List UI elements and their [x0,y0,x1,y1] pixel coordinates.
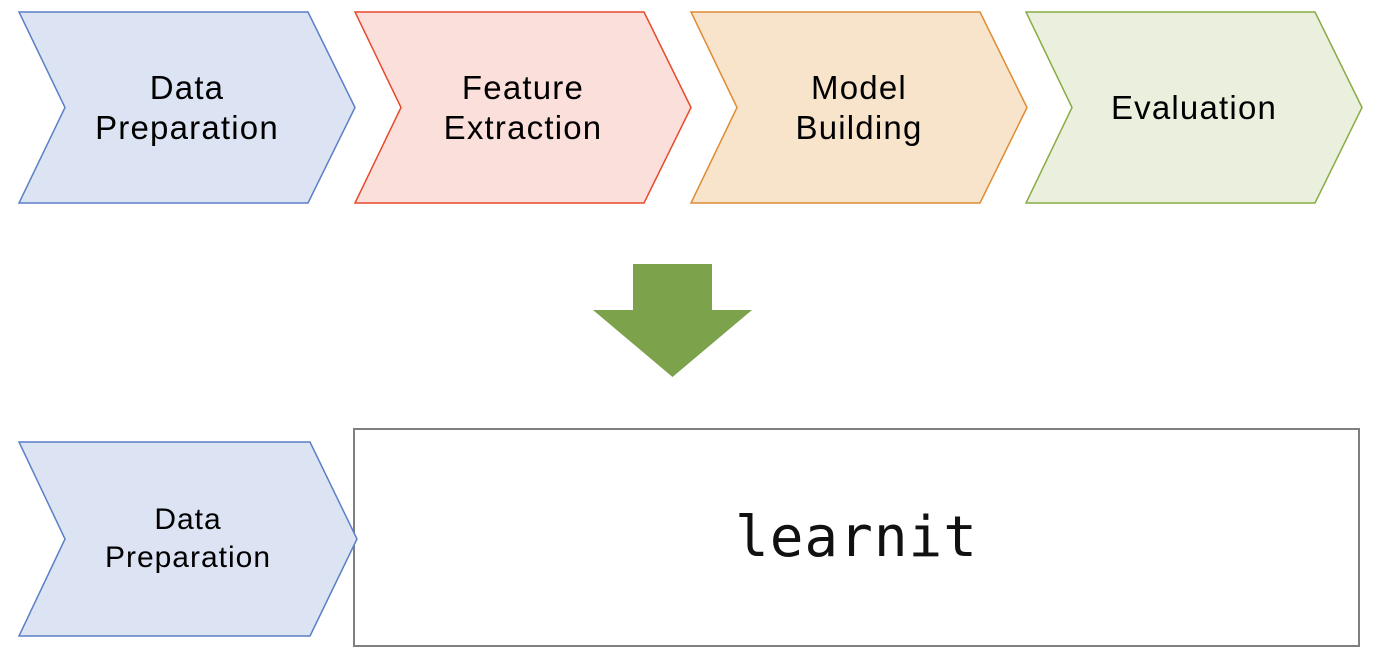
chevron-data-preparation: Data Preparation [18,11,356,204]
tool-name: learnit [734,505,978,570]
chevron-shape [354,11,692,204]
chevron-feature-extraction: Feature Extraction [354,11,692,204]
chevron-shape [18,11,356,204]
chevron-evaluation: Evaluation [1025,11,1363,204]
chevron-data-preparation-detail: Data Preparation [18,441,358,637]
chevron-shape [690,11,1028,204]
chevron-shape [1025,11,1363,204]
down-arrow-icon [593,264,752,383]
chevron-model-building: Model Building [690,11,1028,204]
tool-box: learnit [353,428,1360,647]
chevron-shape [18,441,358,637]
